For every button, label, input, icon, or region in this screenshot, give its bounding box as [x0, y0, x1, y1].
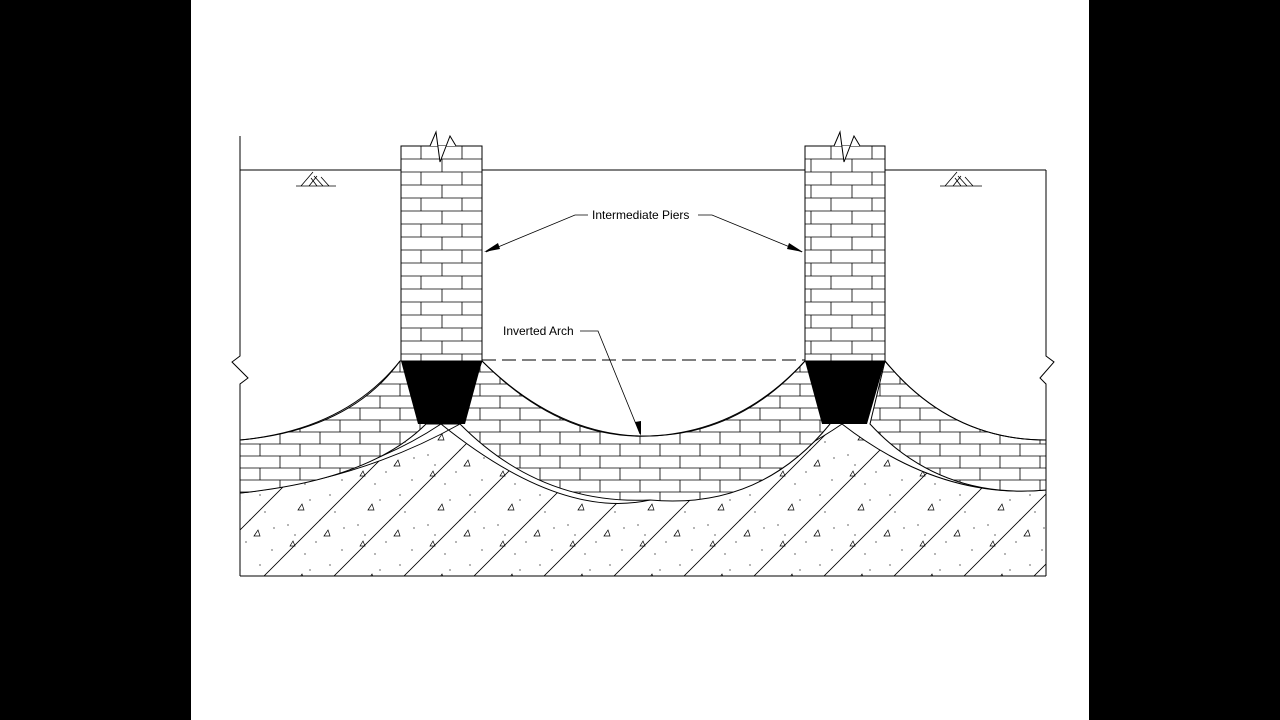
arch-leader-line — [580, 330, 641, 435]
leader-arrow-left — [484, 243, 500, 252]
inverted-arch-label: Inverted Arch — [503, 324, 574, 338]
ground-symbol-right — [940, 171, 982, 187]
intermediate-piers-label: Intermediate Piers — [592, 208, 689, 222]
arch-intrados — [239, 360, 1047, 441]
ground-symbol-left — [296, 171, 336, 187]
piers-leader-lines — [485, 214, 803, 253]
pier-left — [400, 130, 483, 362]
footing-left — [401, 361, 482, 424]
leader-arrow-right — [787, 243, 803, 252]
footing-right — [805, 361, 885, 424]
drawing-sheet — [191, 0, 1089, 720]
pier-right — [804, 130, 886, 362]
leader-arrow-arch — [635, 421, 641, 436]
